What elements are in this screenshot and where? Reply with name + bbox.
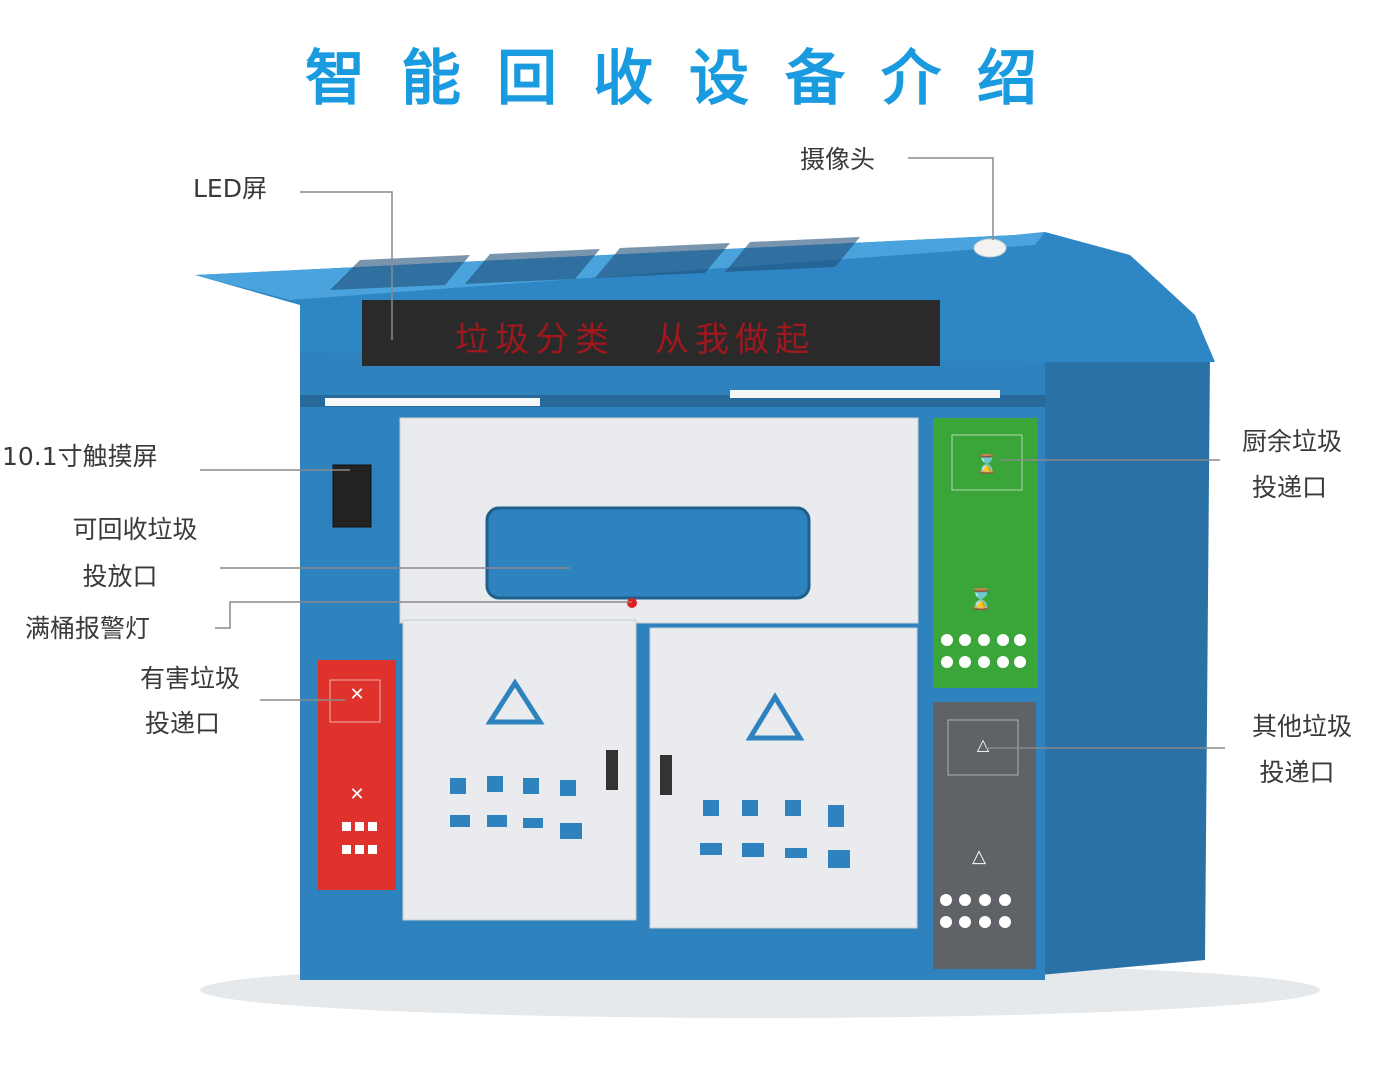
touchscreen [332,464,372,528]
label-camera: 摄像头 [800,145,876,174]
door-lock-left [606,750,618,790]
label-hazardous-2: 投递口 [144,709,220,738]
kitchen-icon: ⌛ [976,453,998,475]
recycle-icon [745,692,805,741]
recyclable-door-left [402,619,637,921]
hazardous-x-icon: ✕ [349,684,364,705]
label-recyclable-2: 投放口 [82,562,158,591]
label-led-screen: LED屏 [193,174,267,203]
door-lock-right [660,755,672,795]
kitchen-item-icons [941,634,1026,668]
label-other-2: 投递口 [1259,758,1335,787]
recycle-icon [485,678,545,725]
label-touchscreen: 10.1寸触摸屏 [2,442,158,471]
camera-icon [973,238,1007,258]
leader-lines [200,157,1225,749]
recyclable-drop-slot [485,506,811,600]
item-icons-left [450,776,582,839]
led-message: 垃圾分类 从我做起 [455,320,815,360]
hazardous-drop-window [329,679,381,723]
other-item-icons [940,894,1011,928]
hazardous-x-icon: ✕ [349,784,364,805]
other-icon: △ [977,735,990,754]
cabinet-side-wall [1040,355,1210,975]
label-kitchen-2: 投递口 [1251,473,1327,502]
solar-panel-2 [465,249,600,284]
light-strip-right [730,390,1000,398]
page-title: 智能回收设备介绍 [305,44,1073,114]
solar-panel-1 [330,255,470,290]
item-icons-right [700,800,850,868]
light-strip-left [325,398,540,406]
other-icon: △ [972,846,986,867]
full-alarm-light-icon [627,598,637,608]
recyclable-door-right [649,627,918,929]
solar-panel-3 [595,243,730,278]
kitchen-drop-window [951,434,1023,491]
label-hazardous-1: 有害垃圾 [139,664,240,693]
led-screen [362,300,940,366]
label-other-1: 其他垃圾 [1251,712,1352,741]
label-kitchen-1: 厨余垃圾 [1241,427,1342,456]
kitchen-icon: ⌛ [969,587,994,611]
label-full-alarm: 满桶报警灯 [25,614,151,643]
hazardous-item-icons [342,822,377,854]
label-recyclable-1: 可回收垃圾 [72,515,198,544]
solar-panel-4 [725,237,860,272]
